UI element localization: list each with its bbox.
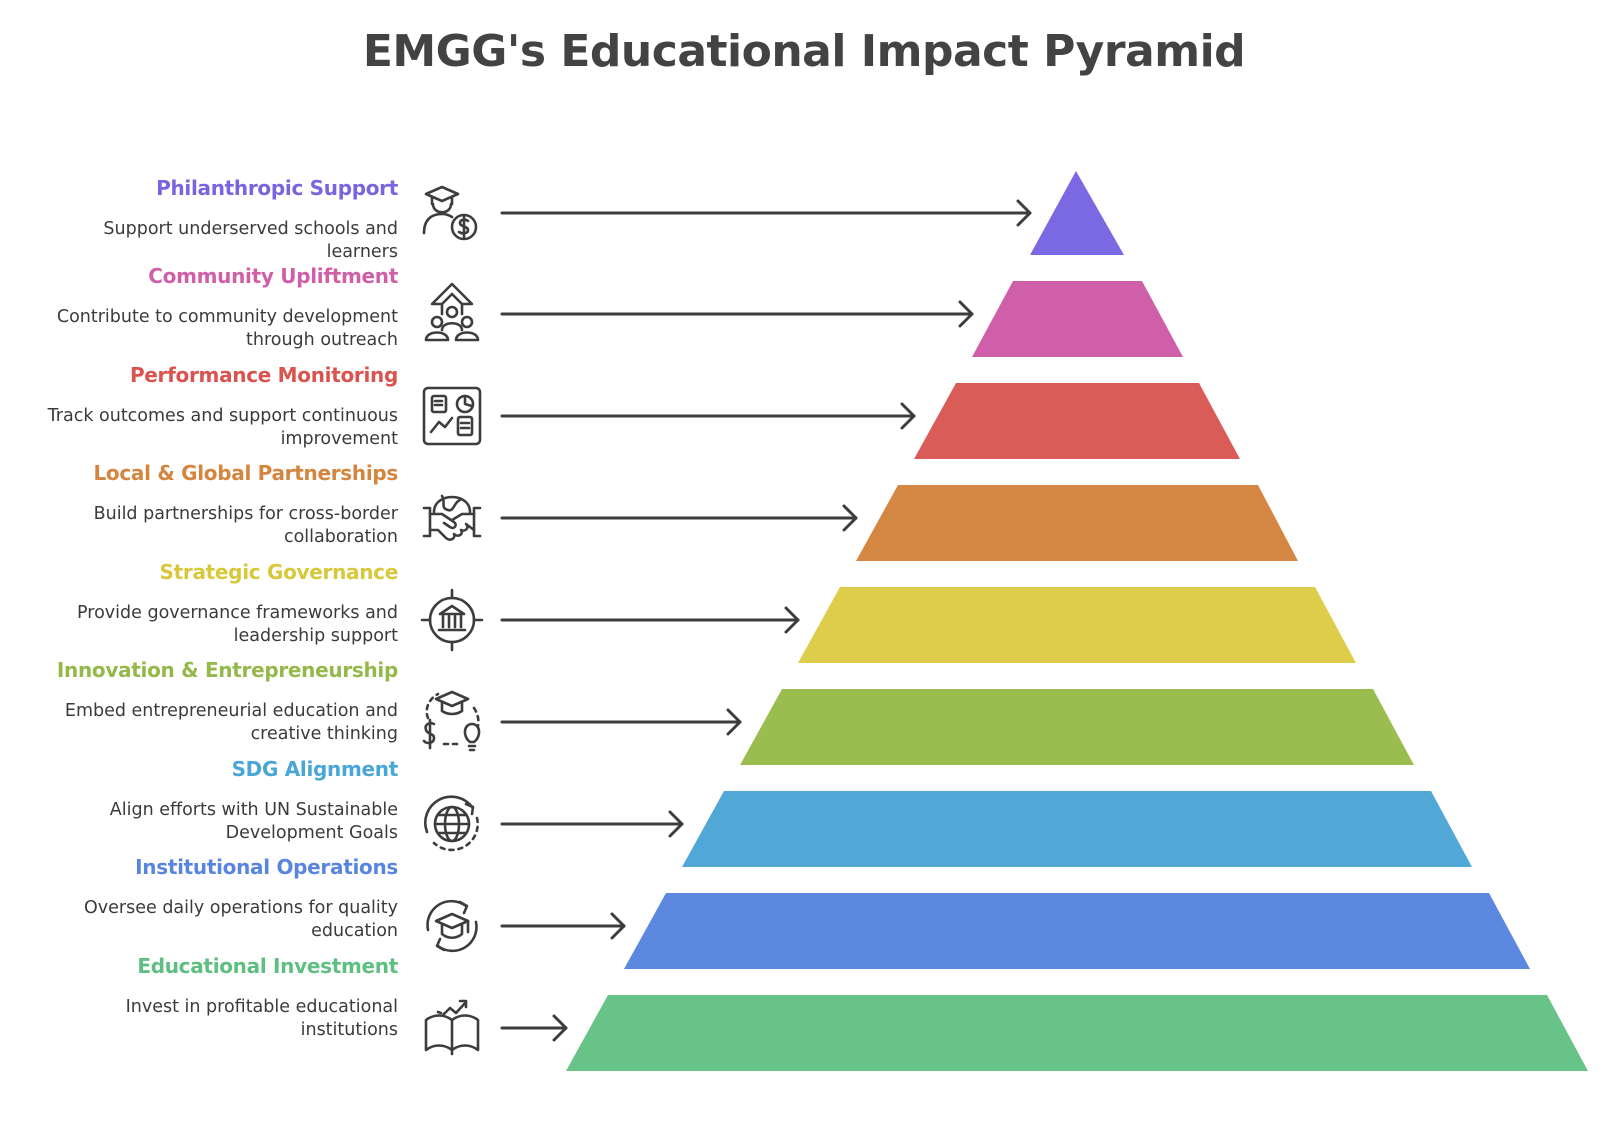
level-description: Build partnerships for cross-border coll… xyxy=(93,504,398,547)
level-label-9: Educational Investment Invest in profita… xyxy=(38,954,399,1042)
diagram-title: EMGG's Educational Impact Pyramid xyxy=(362,26,1246,77)
pyramid-tier-2 xyxy=(972,281,1183,357)
level-label-2: Community Upliftment Contribute to commu… xyxy=(38,264,398,352)
level-label-5: Strategic Governance Provide governance … xyxy=(38,560,398,648)
level-title: SDG Alignment xyxy=(231,757,399,781)
level-title: Community Upliftment xyxy=(148,264,398,288)
arrow-1 xyxy=(500,199,1032,227)
arrow-9 xyxy=(500,1014,568,1042)
level-label-7: SDG Alignment Align efforts with UN Sust… xyxy=(38,757,399,845)
level-title: Institutional Operations xyxy=(135,855,398,879)
arrow-7 xyxy=(500,810,684,838)
level-label-8: Institutional Operations Oversee daily o… xyxy=(38,855,398,943)
level-label-6: Innovation & Entrepreneurship Embed entr… xyxy=(38,658,398,746)
community-up-arrow-icon xyxy=(424,282,480,342)
level-description: Align efforts with UN Sustainable Develo… xyxy=(109,800,398,843)
level-title: Strategic Governance xyxy=(159,560,399,584)
level-title: Local & Global Partnerships xyxy=(93,461,398,485)
level-label-1: Philanthropic Support Support underserve… xyxy=(38,176,398,264)
level-title: Performance Monitoring xyxy=(129,363,398,387)
globe-cycle-icon xyxy=(424,795,479,852)
arrow-3 xyxy=(500,402,916,430)
level-title: Educational Investment xyxy=(137,954,398,978)
level-title: Innovation & Entrepreneurship xyxy=(56,658,398,682)
pyramid-tier-5 xyxy=(798,587,1356,663)
level-description: Invest in profitable educational institu… xyxy=(125,997,398,1040)
level-description: Contribute to community development thro… xyxy=(56,307,398,350)
arrow-6 xyxy=(500,708,742,736)
level-description: Embed entrepreneurial education and crea… xyxy=(64,701,398,744)
level-description: Support underserved schools and learners xyxy=(103,219,398,262)
level-description: Provide governance frameworks and leader… xyxy=(77,603,398,646)
book-growth-icon xyxy=(424,999,480,1056)
arrow-2 xyxy=(500,300,974,328)
connector-arrows xyxy=(500,199,1032,1042)
level-label-4: Local & Global Partnerships Build partne… xyxy=(38,461,398,549)
graduate-dollar-bulb-icon xyxy=(422,690,481,752)
pyramid-tier-8 xyxy=(624,893,1530,969)
level-description: Track outcomes and support continuous im… xyxy=(47,406,398,449)
pyramid-tier-4 xyxy=(856,485,1298,561)
institution-target-icon xyxy=(420,588,484,652)
pyramid-tier-9 xyxy=(566,995,1588,1071)
graduate-money-icon xyxy=(422,185,478,241)
globe-handshake-icon xyxy=(422,494,482,541)
arrow-5 xyxy=(500,606,800,634)
dashboard-icon xyxy=(422,386,482,446)
pyramid-tiers xyxy=(566,171,1588,1071)
level-description: Oversee daily operations for quality edu… xyxy=(84,898,398,941)
arrow-4 xyxy=(500,504,858,532)
arrow-8 xyxy=(500,912,626,940)
pyramid-tier-1 xyxy=(1030,171,1124,255)
graduation-cycle-icon xyxy=(426,899,478,953)
level-title: Philanthropic Support xyxy=(156,176,398,200)
pyramid-tier-3 xyxy=(914,383,1240,459)
pyramid-tier-6 xyxy=(740,689,1414,765)
pyramid-tier-7 xyxy=(682,791,1472,867)
level-icons xyxy=(420,185,484,1056)
level-label-3: Performance Monitoring Track outcomes an… xyxy=(38,363,399,451)
